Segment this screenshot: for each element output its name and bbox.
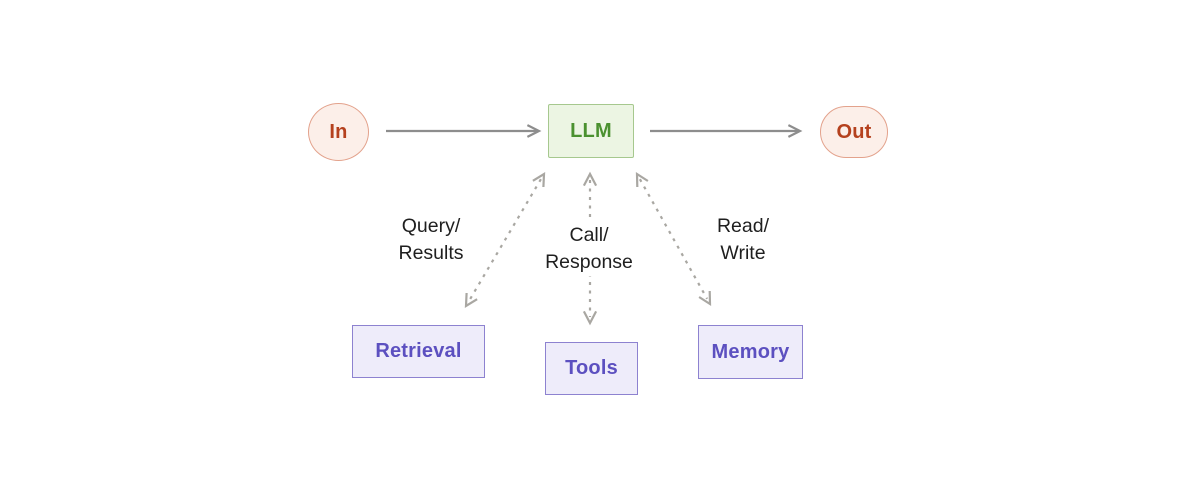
memory-node: Memory	[698, 325, 803, 379]
input-node: In	[308, 103, 369, 161]
arrow-llm-memory	[635, 171, 712, 307]
input-node-label: In	[329, 120, 348, 143]
edge-label-read-write: Read/ Write	[690, 213, 796, 267]
output-node-label: Out	[836, 120, 872, 143]
llm-node-label: LLM	[570, 119, 612, 142]
edge-label-call-line: Call/	[569, 224, 609, 246]
edge-label-results-line: Results	[398, 242, 464, 264]
retrieval-node-label: Retrieval	[375, 340, 462, 362]
tools-node: Tools	[545, 342, 638, 395]
edge-label-call-response: Call/ Response	[519, 222, 659, 276]
memory-node-label: Memory	[711, 340, 790, 363]
output-node: Out	[820, 106, 888, 158]
edge-label-response-line: Response	[545, 251, 633, 273]
arrow-in-to-llm	[386, 124, 542, 138]
retrieval-node: Retrieval	[352, 325, 485, 378]
edge-label-query-line: Query/	[401, 215, 461, 237]
edge-label-read-line: Read/	[716, 215, 770, 237]
edge-label-write-line: Write	[720, 242, 766, 264]
llm-node: LLM	[548, 104, 634, 158]
edge-label-query-results: Query/ Results	[376, 213, 486, 267]
arrow-llm-to-out	[650, 124, 803, 138]
tools-node-label: Tools	[565, 357, 618, 379]
arrow-llm-retrieval	[464, 171, 546, 309]
